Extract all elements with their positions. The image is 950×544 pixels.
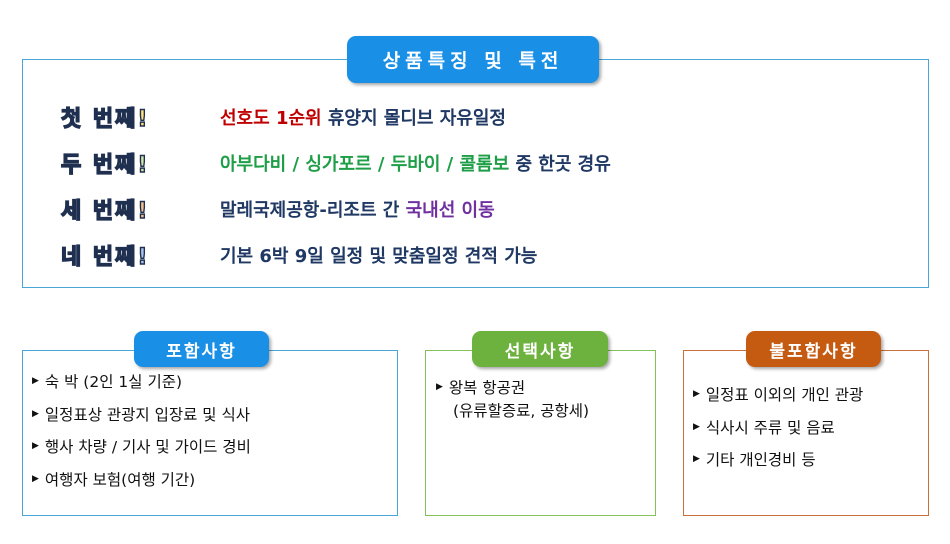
excluded-panel: ▶일정표 이외의 개인 관광 ▶식사시 주류 및 음료 ▶기타 개인경비 등: [683, 350, 929, 516]
included-panel: ▶숙 박 (2인 1실 기준) ▶일정표상 관광지 입장료 및 식사 ▶행사 차…: [22, 350, 398, 516]
list-item: ▶기타 개인경비 등: [693, 451, 816, 470]
section-title: 상품특징 및 특전: [347, 36, 599, 83]
feature-ordinal: 첫 번째!: [60, 106, 150, 132]
feature-ordinal: 네 번째!: [60, 244, 150, 270]
bullet-icon: ▶: [32, 376, 39, 387]
feature-text: 선호도 1순위 휴양지 몰디브 자유일정: [220, 108, 506, 129]
bullet-icon: ▶: [693, 454, 700, 465]
bullet-icon: ▶: [436, 382, 443, 392]
feature-ordinal: 두 번째!: [60, 152, 150, 178]
bullet-icon: ▶: [32, 473, 39, 484]
feature-text: 아부다비 / 싱가포르 / 두바이 / 콜롬보 중 한곳 경유: [220, 154, 611, 175]
bullet-icon: ▶: [693, 389, 700, 400]
list-item: ▶행사 차량 / 기사 및 가이드 경비: [32, 438, 251, 457]
list-item: ▶일정표 이외의 개인 관광: [693, 386, 864, 405]
feature-text: 말레국제공항-리조트 간 국내선 이동: [220, 200, 495, 221]
excluded-list: ▶일정표 이외의 개인 관광 ▶식사시 주류 및 음료 ▶기타 개인경비 등: [693, 378, 863, 476]
list-item: ▶일정표상 관광지 입장료 및 식사: [32, 405, 251, 424]
optional-title: 선택사항: [472, 331, 608, 367]
features-panel: 첫 번째! 선호도 1순위 휴양지 몰디브 자유일정 두 번째! 아부다비 / …: [22, 59, 929, 288]
list-item: ▶숙 박 (2인 1실 기준): [32, 373, 183, 392]
optional-list: ▶왕복 항공권 (유류할증료, 공항세): [436, 375, 589, 421]
list-item-subline: (유류할증료, 공항세): [453, 402, 590, 420]
feature-text: 기본 6박 9일 일정 및 맞춤일정 견적 가능: [220, 246, 538, 267]
included-title: 포함사항: [134, 331, 269, 367]
bullet-icon: ▶: [32, 408, 39, 419]
list-item: ▶왕복 항공권: [436, 379, 526, 397]
bullet-icon: ▶: [693, 421, 700, 432]
list-item: ▶여행자 보험(여행 기간): [32, 470, 196, 489]
list-item: ▶식사시 주류 및 음료: [693, 418, 835, 437]
included-list: ▶숙 박 (2인 1실 기준) ▶일정표상 관광지 입장료 및 식사 ▶행사 차…: [32, 365, 251, 495]
excluded-title: 불포함사항: [746, 331, 881, 367]
feature-ordinal: 세 번째!: [60, 198, 150, 224]
optional-panel: ▶왕복 항공권 (유류할증료, 공항세): [425, 350, 656, 516]
bullet-icon: ▶: [32, 441, 39, 452]
